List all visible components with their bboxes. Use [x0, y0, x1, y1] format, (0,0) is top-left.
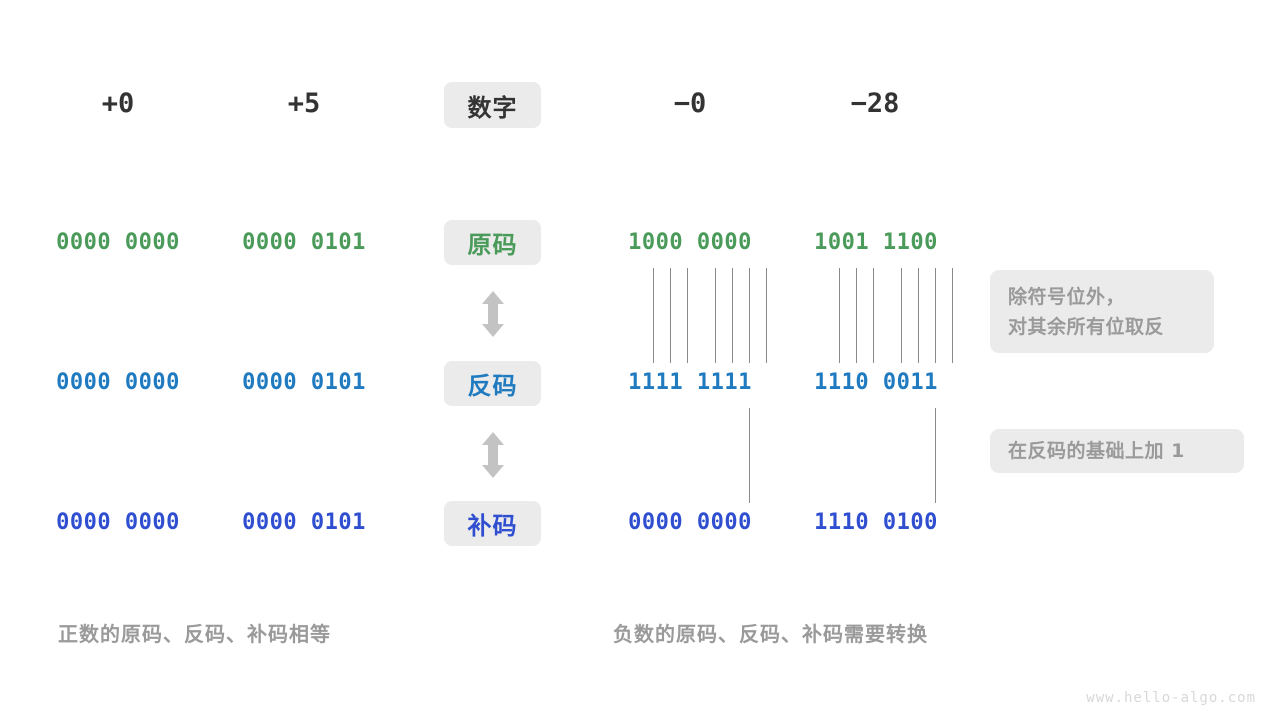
connector-line [766, 268, 767, 363]
connector-line [873, 268, 874, 363]
row-sign-magnitude-left-bits-1: 0000 0101 [242, 230, 366, 255]
connector-line [749, 408, 750, 503]
connector-line [653, 268, 654, 363]
header-value-minus-twentyeight: −28 [850, 88, 900, 119]
note-add-one: 在反码的基础上加 1 [990, 429, 1244, 473]
connector-line [732, 268, 733, 363]
row-ones-complement-right-bits-1: 1110 0011 [814, 370, 938, 395]
row-sign-magnitude-left-bits-0: 0000 0000 [56, 230, 180, 255]
connector-line [715, 268, 716, 363]
row-twos-complement-left-bits-0: 0000 0000 [56, 510, 180, 535]
connector-line [856, 268, 857, 363]
note-line: 对其余所有位取反 [1008, 316, 1165, 338]
header-value-minus-zero: −0 [673, 88, 707, 119]
badge-sign-magnitude: 原码 [444, 220, 541, 265]
connector-line [935, 408, 936, 503]
connector-line [749, 268, 750, 363]
connector-line [670, 268, 671, 363]
connector-line [839, 268, 840, 363]
note-line: 除符号位外， [1008, 286, 1126, 308]
watermark: www.hello-algo.com [1086, 690, 1256, 706]
double-arrow-vertical-icon [480, 432, 506, 478]
header-value-plus-five: +5 [287, 88, 321, 119]
connector-line [901, 268, 902, 363]
row-ones-complement-right-bits-0: 1111 1111 [628, 370, 752, 395]
connector-line [687, 268, 688, 363]
row-twos-complement-right-bits-1: 1110 0100 [814, 510, 938, 535]
row-ones-complement-left-bits-0: 0000 0000 [56, 370, 180, 395]
connector-line [918, 268, 919, 363]
header-value-plus-zero: +0 [101, 88, 135, 119]
connector-line [935, 268, 936, 363]
row-sign-magnitude-right-bits-0: 1000 0000 [628, 230, 752, 255]
double-arrow-vertical-icon [480, 291, 506, 337]
connector-line [952, 268, 953, 363]
row-sign-magnitude-right-bits-1: 1001 1100 [814, 230, 938, 255]
badge-twos-complement: 补码 [444, 501, 541, 546]
row-twos-complement-right-bits-0: 0000 0000 [628, 510, 752, 535]
note-line: 在反码的基础上加 1 [1008, 440, 1185, 462]
badge-ones-complement: 反码 [444, 361, 541, 406]
badge-number: 数字 [444, 82, 541, 128]
caption-positive: 正数的原码、反码、补码相等 [58, 622, 331, 646]
caption-negative: 负数的原码、反码、补码需要转换 [613, 622, 928, 646]
note-invert-bits: 除符号位外， 对其余所有位取反 [990, 270, 1214, 353]
row-twos-complement-left-bits-1: 0000 0101 [242, 510, 366, 535]
row-ones-complement-left-bits-1: 0000 0101 [242, 370, 366, 395]
